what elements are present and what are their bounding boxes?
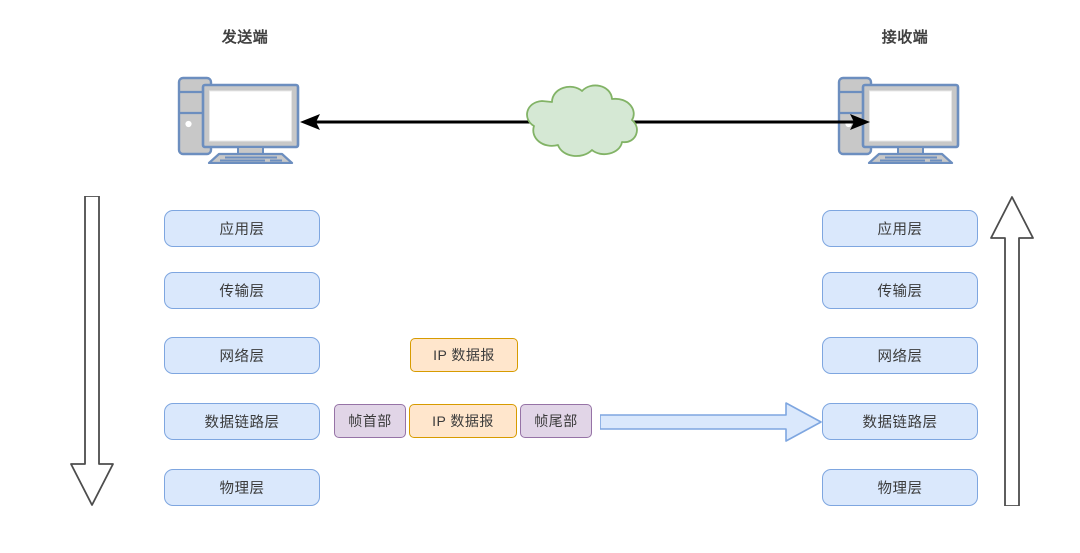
receiver-title: 接收端 [881, 29, 929, 46]
sender-layer-data-link[interactable]: 数据链路层 [164, 403, 320, 440]
receiver-computer-icon [830, 72, 970, 165]
link-line-sender-side [300, 105, 540, 139]
packet-frame-trailer[interactable]: 帧尾部 [520, 404, 592, 438]
sender-computer-icon [170, 72, 310, 165]
sender-layer-application[interactable]: 应用层 [164, 210, 320, 247]
receiver-layer-application[interactable]: 应用层 [822, 210, 978, 247]
sender-title: 发送端 [221, 29, 269, 46]
sender-layer-network[interactable]: 网络层 [164, 337, 320, 374]
receiver-layer-data-link[interactable]: 数据链路层 [822, 403, 978, 440]
packet-frame-header[interactable]: 帧首部 [334, 404, 406, 438]
link-line-receiver-side [630, 105, 870, 139]
receiver-layer-physical[interactable]: 物理层 [822, 469, 978, 506]
encapsulation-down-arrow-icon [66, 195, 118, 506]
sender-layer-physical[interactable]: 物理层 [164, 469, 320, 506]
sender-layer-transport[interactable]: 传输层 [164, 272, 320, 309]
transmit-arrow-icon [599, 401, 822, 443]
packet-ip-datagram-network[interactable]: IP 数据报 [410, 338, 518, 372]
cloud-icon [512, 72, 652, 164]
packet-ip-datagram-link[interactable]: IP 数据报 [409, 404, 517, 438]
decapsulation-up-arrow-icon [986, 196, 1038, 507]
receiver-layer-network[interactable]: 网络层 [822, 337, 978, 374]
receiver-layer-transport[interactable]: 传输层 [822, 272, 978, 309]
